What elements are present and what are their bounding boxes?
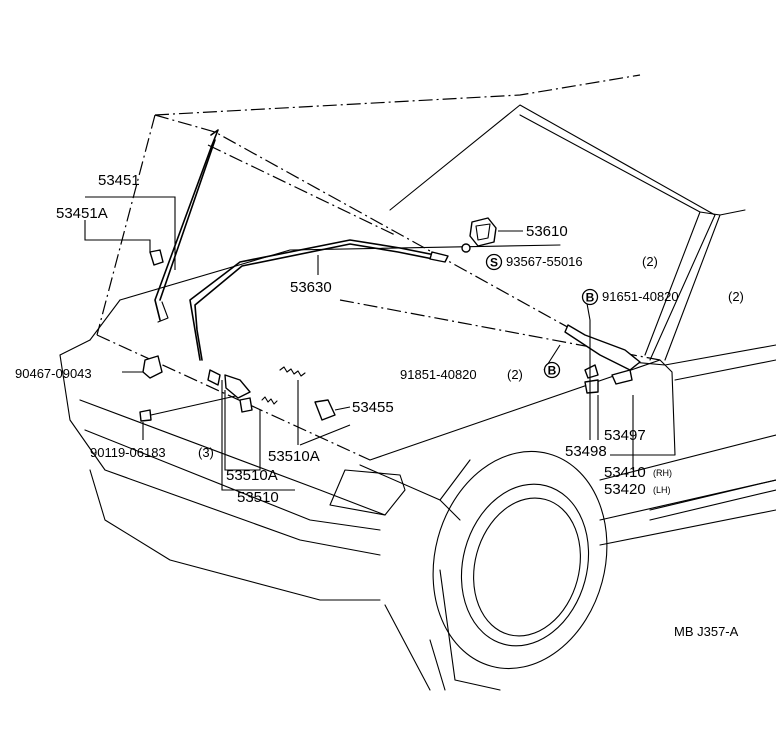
label-90119: 90119-06183 [90,445,166,460]
label-91651: 91651-40820 [602,289,679,304]
label-91851: 91851-40820 [400,367,477,382]
label-53610: 53610 [526,223,568,240]
label-93567-qty: (2) [642,254,658,269]
front-small-parts [139,249,336,422]
diagram-code: MB J357-A [674,624,739,639]
label-53451: 53451 [98,172,140,189]
label-91851-qty: (2) [507,367,523,382]
label-93567: 93567-55016 [506,254,583,269]
label-53510a-left: 53510A [226,467,278,484]
hood-hinge [564,324,641,394]
hood-lock [469,217,497,247]
label-53455: 53455 [352,399,394,416]
label-53630: 53630 [290,279,332,296]
label-53498: 53498 [565,443,607,460]
label-53451a: 53451A [56,205,108,222]
marker-b-lower-label: B [548,364,557,378]
label-53497: 53497 [604,427,646,444]
part-labels: 53451 53451A 53630 53610 93567-55016 (2)… [15,172,744,639]
hood-lock-cable [189,239,471,361]
label-90119-qty: (3) [198,445,214,460]
marker-b-upper: B [581,288,599,306]
vehicle-body [59,74,776,691]
label-91651-qty: (2) [728,289,744,304]
leader-lines [84,196,675,491]
label-53510: 53510 [237,489,279,506]
label-53410: 53410 [604,464,646,481]
label-90467: 90467-09043 [15,366,92,381]
label-53420-lh: (LH) [653,485,671,495]
marker-s: S [485,253,503,271]
marker-s-label: S [490,256,498,270]
label-53410-rh: (RH) [653,468,672,478]
support-rod [154,129,219,323]
label-53420: 53420 [604,481,646,498]
marker-b-lower: B [543,361,561,379]
marker-b-upper-label: B [586,291,595,305]
label-53510a-right: 53510A [268,448,320,465]
